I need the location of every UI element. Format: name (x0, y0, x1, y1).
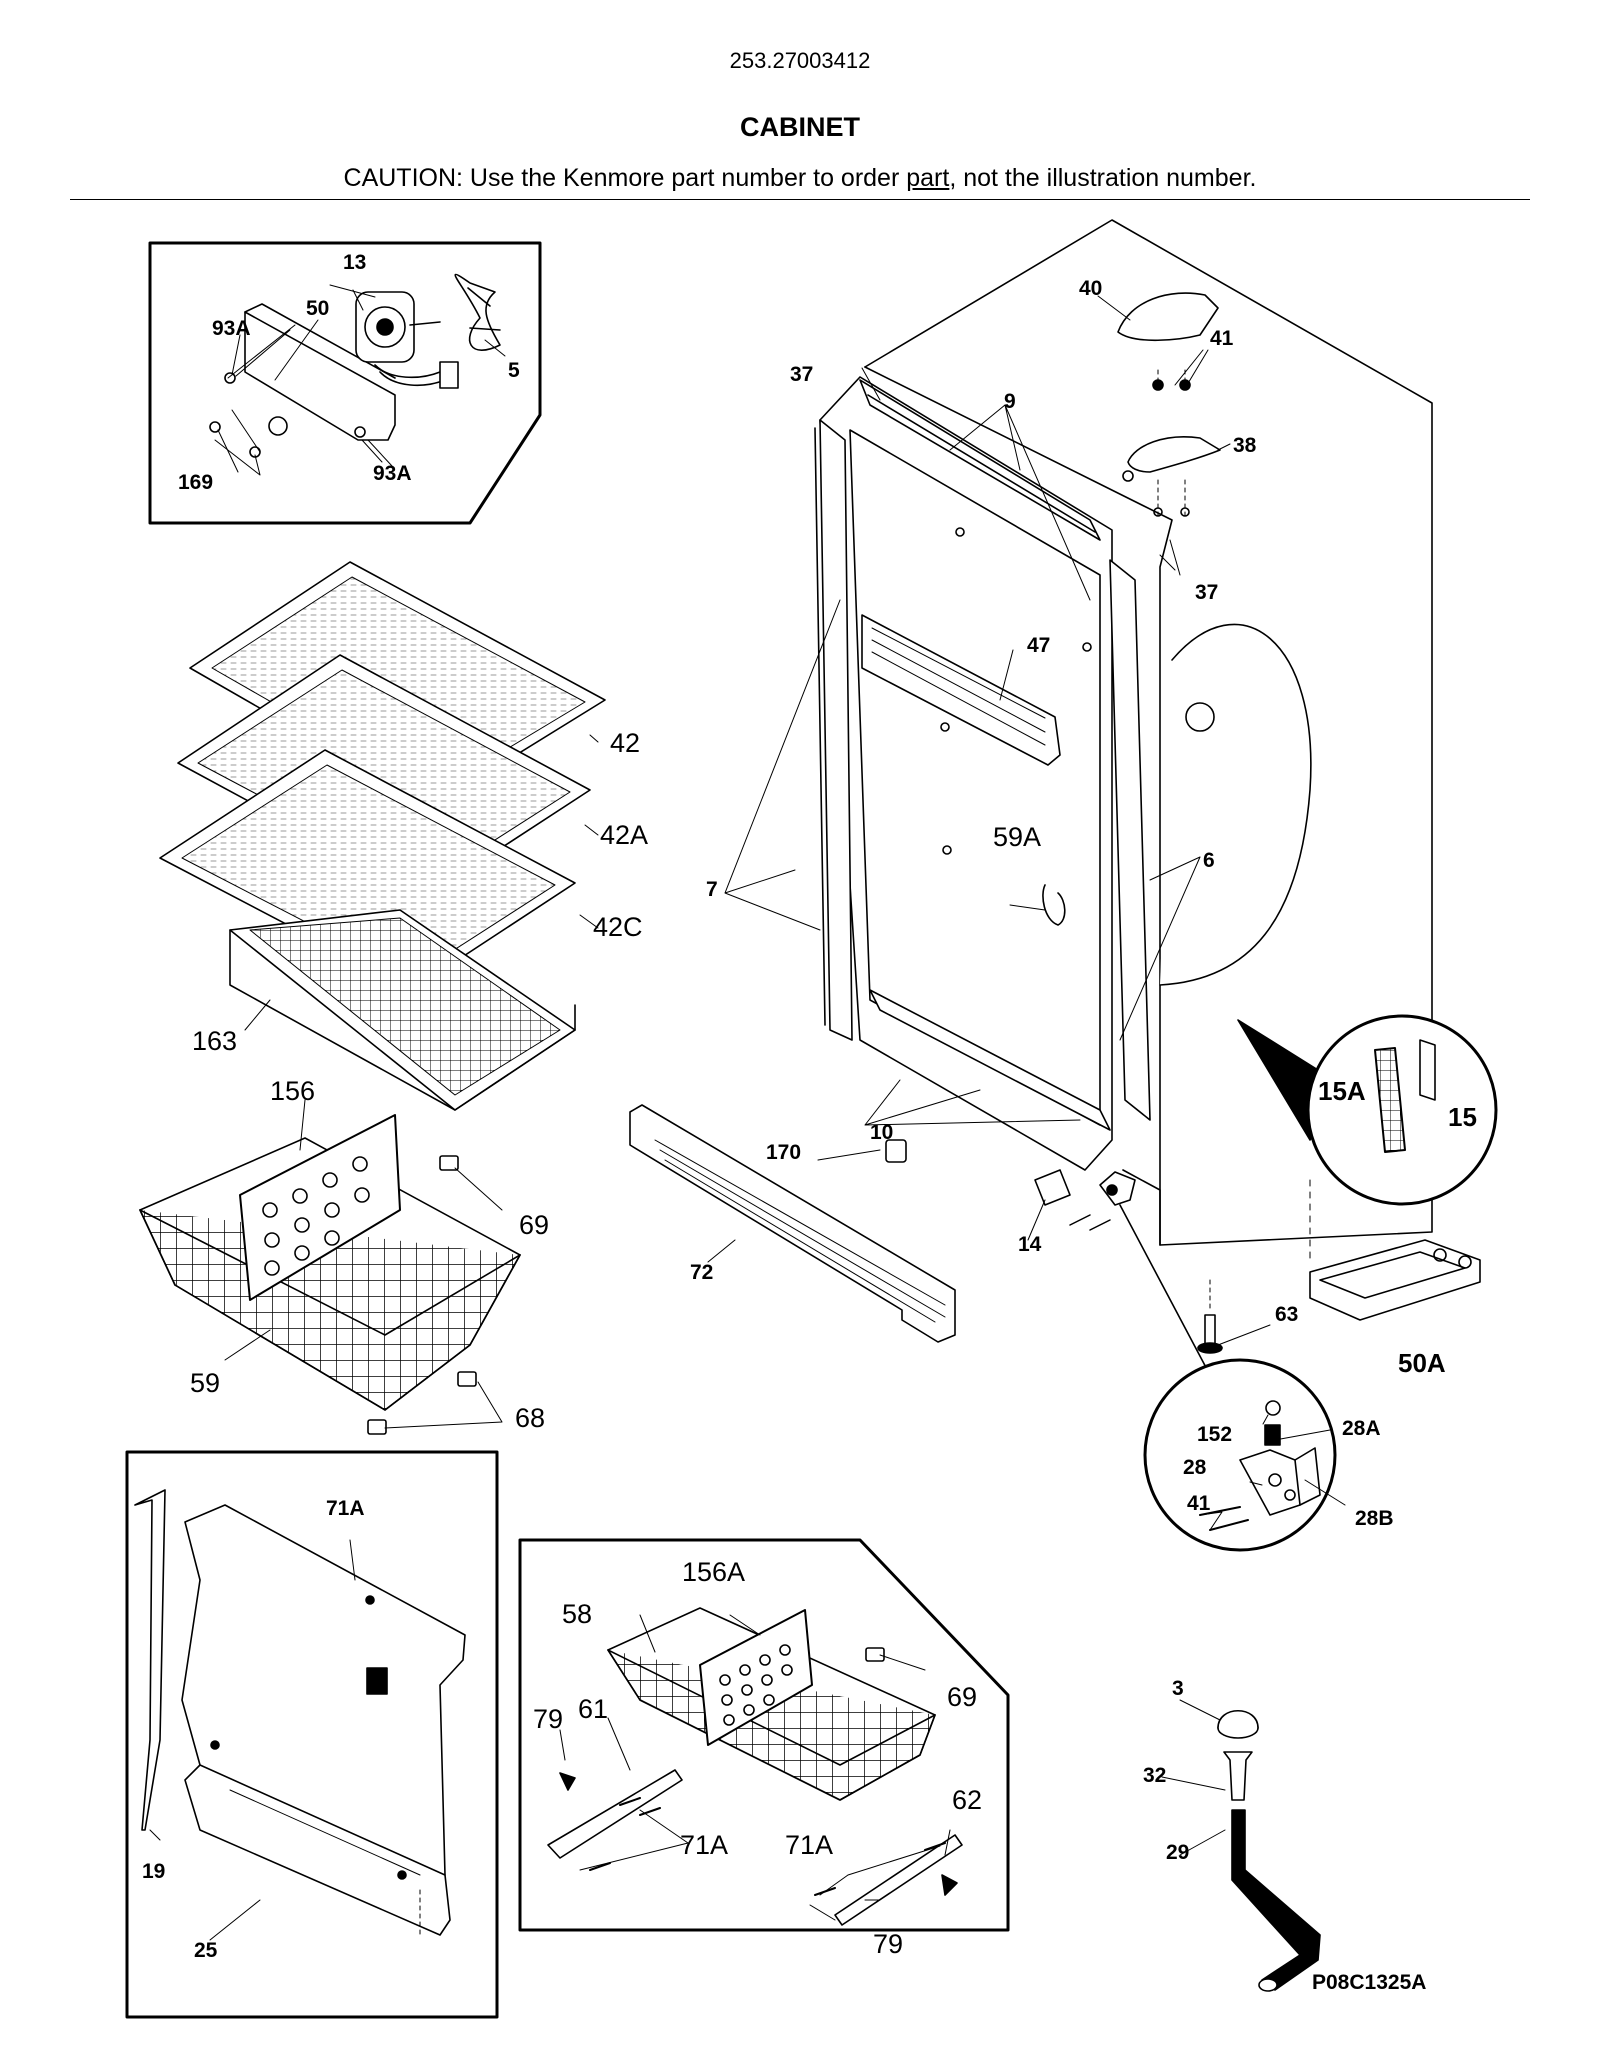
callout-79-bottom: 79 (873, 1929, 904, 1959)
callout-156: 156 (270, 1076, 316, 1106)
callout-69-bottom: 69 (947, 1682, 978, 1712)
callout-41-hinge: 41 (1187, 1492, 1211, 1515)
callout-13: 13 (343, 251, 367, 274)
callout-42c: 42C (593, 912, 643, 942)
callout-152: 152 (1197, 1423, 1233, 1446)
callout-14: 14 (1018, 1233, 1042, 1256)
callout-71a-right: 71A (785, 1830, 834, 1860)
bottom-hinge-detail (1119, 1204, 1337, 1552)
callout-69-top: 69 (519, 1210, 550, 1240)
callout-28: 28 (1183, 1456, 1207, 1479)
callout-37-top: 37 (790, 363, 814, 386)
caution-note: CAUTION: Use the Kenmore part number to … (0, 164, 1600, 193)
evaporator-cover-inset (125, 1450, 499, 2019)
callout-3: 3 (1172, 1677, 1184, 1700)
callout-93a-top: 93A (212, 317, 251, 340)
callout-71a-left: 71A (680, 1830, 729, 1860)
caution-text-end: , not the illustration number. (949, 164, 1257, 192)
callout-61: 61 (578, 1694, 609, 1724)
callout-5: 5 (508, 359, 520, 382)
diagram-code: P08C1325A (1312, 1971, 1427, 1994)
callout-28b: 28B (1355, 1507, 1394, 1530)
callout-47: 47 (1027, 634, 1051, 657)
callout-29: 29 (1166, 1841, 1190, 1864)
callout-79-top: 79 (533, 1704, 564, 1734)
callout-72: 72 (690, 1261, 714, 1284)
callout-93a-bottom: 93A (373, 462, 412, 485)
top-hinge-assembly (1117, 292, 1221, 521)
model-number: 253.27003412 (729, 48, 871, 73)
callout-62: 62 (952, 1785, 983, 1815)
callout-28a: 28A (1342, 1417, 1381, 1440)
callout-170: 170 (766, 1141, 802, 1164)
basket-163 (229, 909, 576, 1111)
leader-lines (149, 289, 1346, 1941)
callout-156a: 156A (682, 1557, 746, 1587)
callout-163: 163 (192, 1026, 238, 1056)
section-title: CABINET (740, 112, 860, 142)
shelves (159, 561, 606, 991)
fan-motor-inset (148, 241, 542, 525)
callout-42a: 42A (600, 820, 649, 850)
callout-25: 25 (194, 1939, 218, 1962)
callout-169: 169 (178, 471, 214, 494)
caution-text-start: CAUTION: Use the Kenmore part number to … (343, 164, 907, 192)
callout-38: 38 (1233, 434, 1257, 457)
callout-9: 9 (1004, 390, 1016, 413)
callout-32: 32 (1143, 1764, 1167, 1787)
basket-58-inset (518, 1538, 1010, 1932)
kickplate-and-switches (629, 1104, 1136, 1343)
callout-37-right: 37 (1195, 581, 1219, 604)
callout-15: 15 (1448, 1102, 1477, 1132)
detail-15-circle (1237, 1014, 1498, 1206)
freezer-cabinet (724, 219, 1433, 1246)
caution-part-link[interactable]: part (906, 164, 950, 192)
callout-71a-cover: 71A (326, 1497, 365, 1520)
header-rule (70, 199, 1530, 200)
callout-42: 42 (610, 728, 641, 758)
callout-19: 19 (142, 1860, 166, 1883)
callout-41-top: 41 (1210, 327, 1234, 350)
callout-40: 40 (1079, 277, 1103, 300)
basket-59 (139, 1114, 521, 1435)
callout-59a: 59A (993, 822, 1042, 852)
callout-10: 10 (870, 1121, 894, 1144)
callout-50: 50 (306, 297, 330, 320)
callout-15a: 15A (1318, 1076, 1366, 1106)
callout-58: 58 (562, 1599, 593, 1629)
callout-6: 6 (1203, 849, 1215, 872)
leveler-and-drain-pan (1197, 1179, 1481, 1354)
callout-63: 63 (1275, 1303, 1299, 1326)
callout-7: 7 (706, 878, 718, 901)
drain-assembly (1217, 1709, 1321, 1992)
callout-50a: 50A (1398, 1348, 1446, 1378)
callout-59: 59 (190, 1368, 221, 1398)
callout-68: 68 (515, 1403, 546, 1433)
